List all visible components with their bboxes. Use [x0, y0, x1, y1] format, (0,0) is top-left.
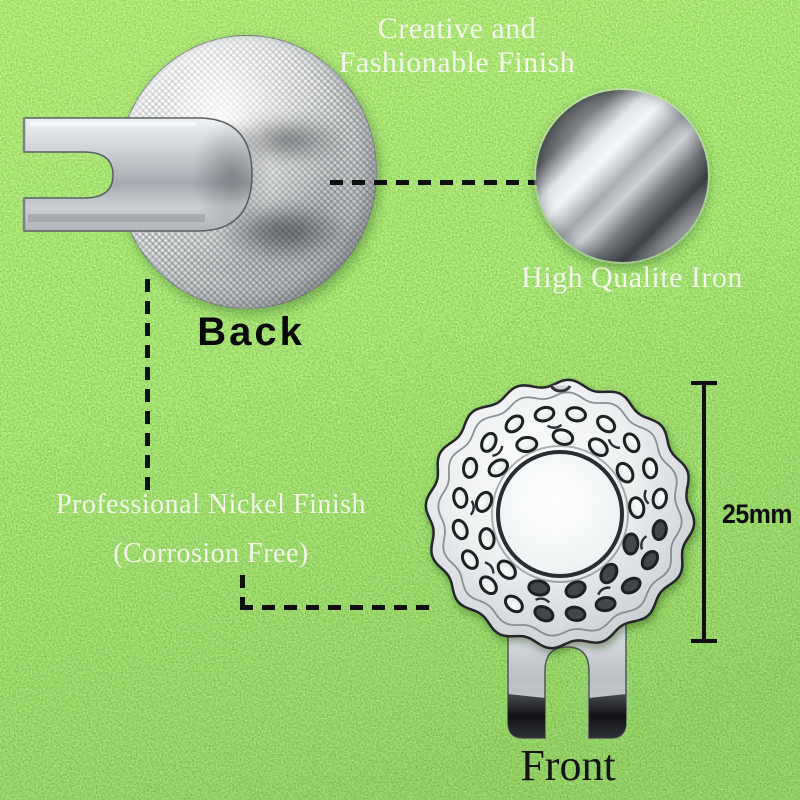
- finish-annotation-line1: Creative and: [377, 12, 537, 45]
- back-view-label: Back: [197, 310, 305, 354]
- front-view-marker: [424, 378, 696, 739]
- magnifier-detail-circle: [536, 90, 708, 262]
- clip-tip-left: [508, 694, 545, 738]
- finish-annotation: Creative and Fashionable Finish: [339, 12, 576, 80]
- dashed-connector-horizontal: [240, 605, 437, 610]
- front-marker-disc: [424, 378, 696, 650]
- dashed-connector-vertical: [240, 566, 245, 610]
- dashed-line-to-magnifier: [330, 180, 548, 185]
- front-view-label: Front: [520, 741, 616, 790]
- clip-tip-right: [589, 694, 626, 738]
- dimension-cap-top: [691, 381, 717, 385]
- dimension-cap-bottom: [691, 639, 717, 643]
- front-view-hat-clip: [507, 623, 627, 739]
- finish-annotation-line2: Fashionable Finish: [338, 46, 576, 79]
- dashed-line-to-nickel-label: [145, 277, 150, 490]
- dimension-line: [702, 383, 706, 642]
- material-annotation: High Qualite Iron: [521, 261, 743, 294]
- nickel-annotation-line1: Professional Nickel Finish: [55, 489, 367, 520]
- back-view-hat-clip: [22, 117, 270, 232]
- nickel-annotation-line2: (Corrosion Free): [113, 538, 309, 569]
- size-annotation: 25mm: [722, 499, 792, 529]
